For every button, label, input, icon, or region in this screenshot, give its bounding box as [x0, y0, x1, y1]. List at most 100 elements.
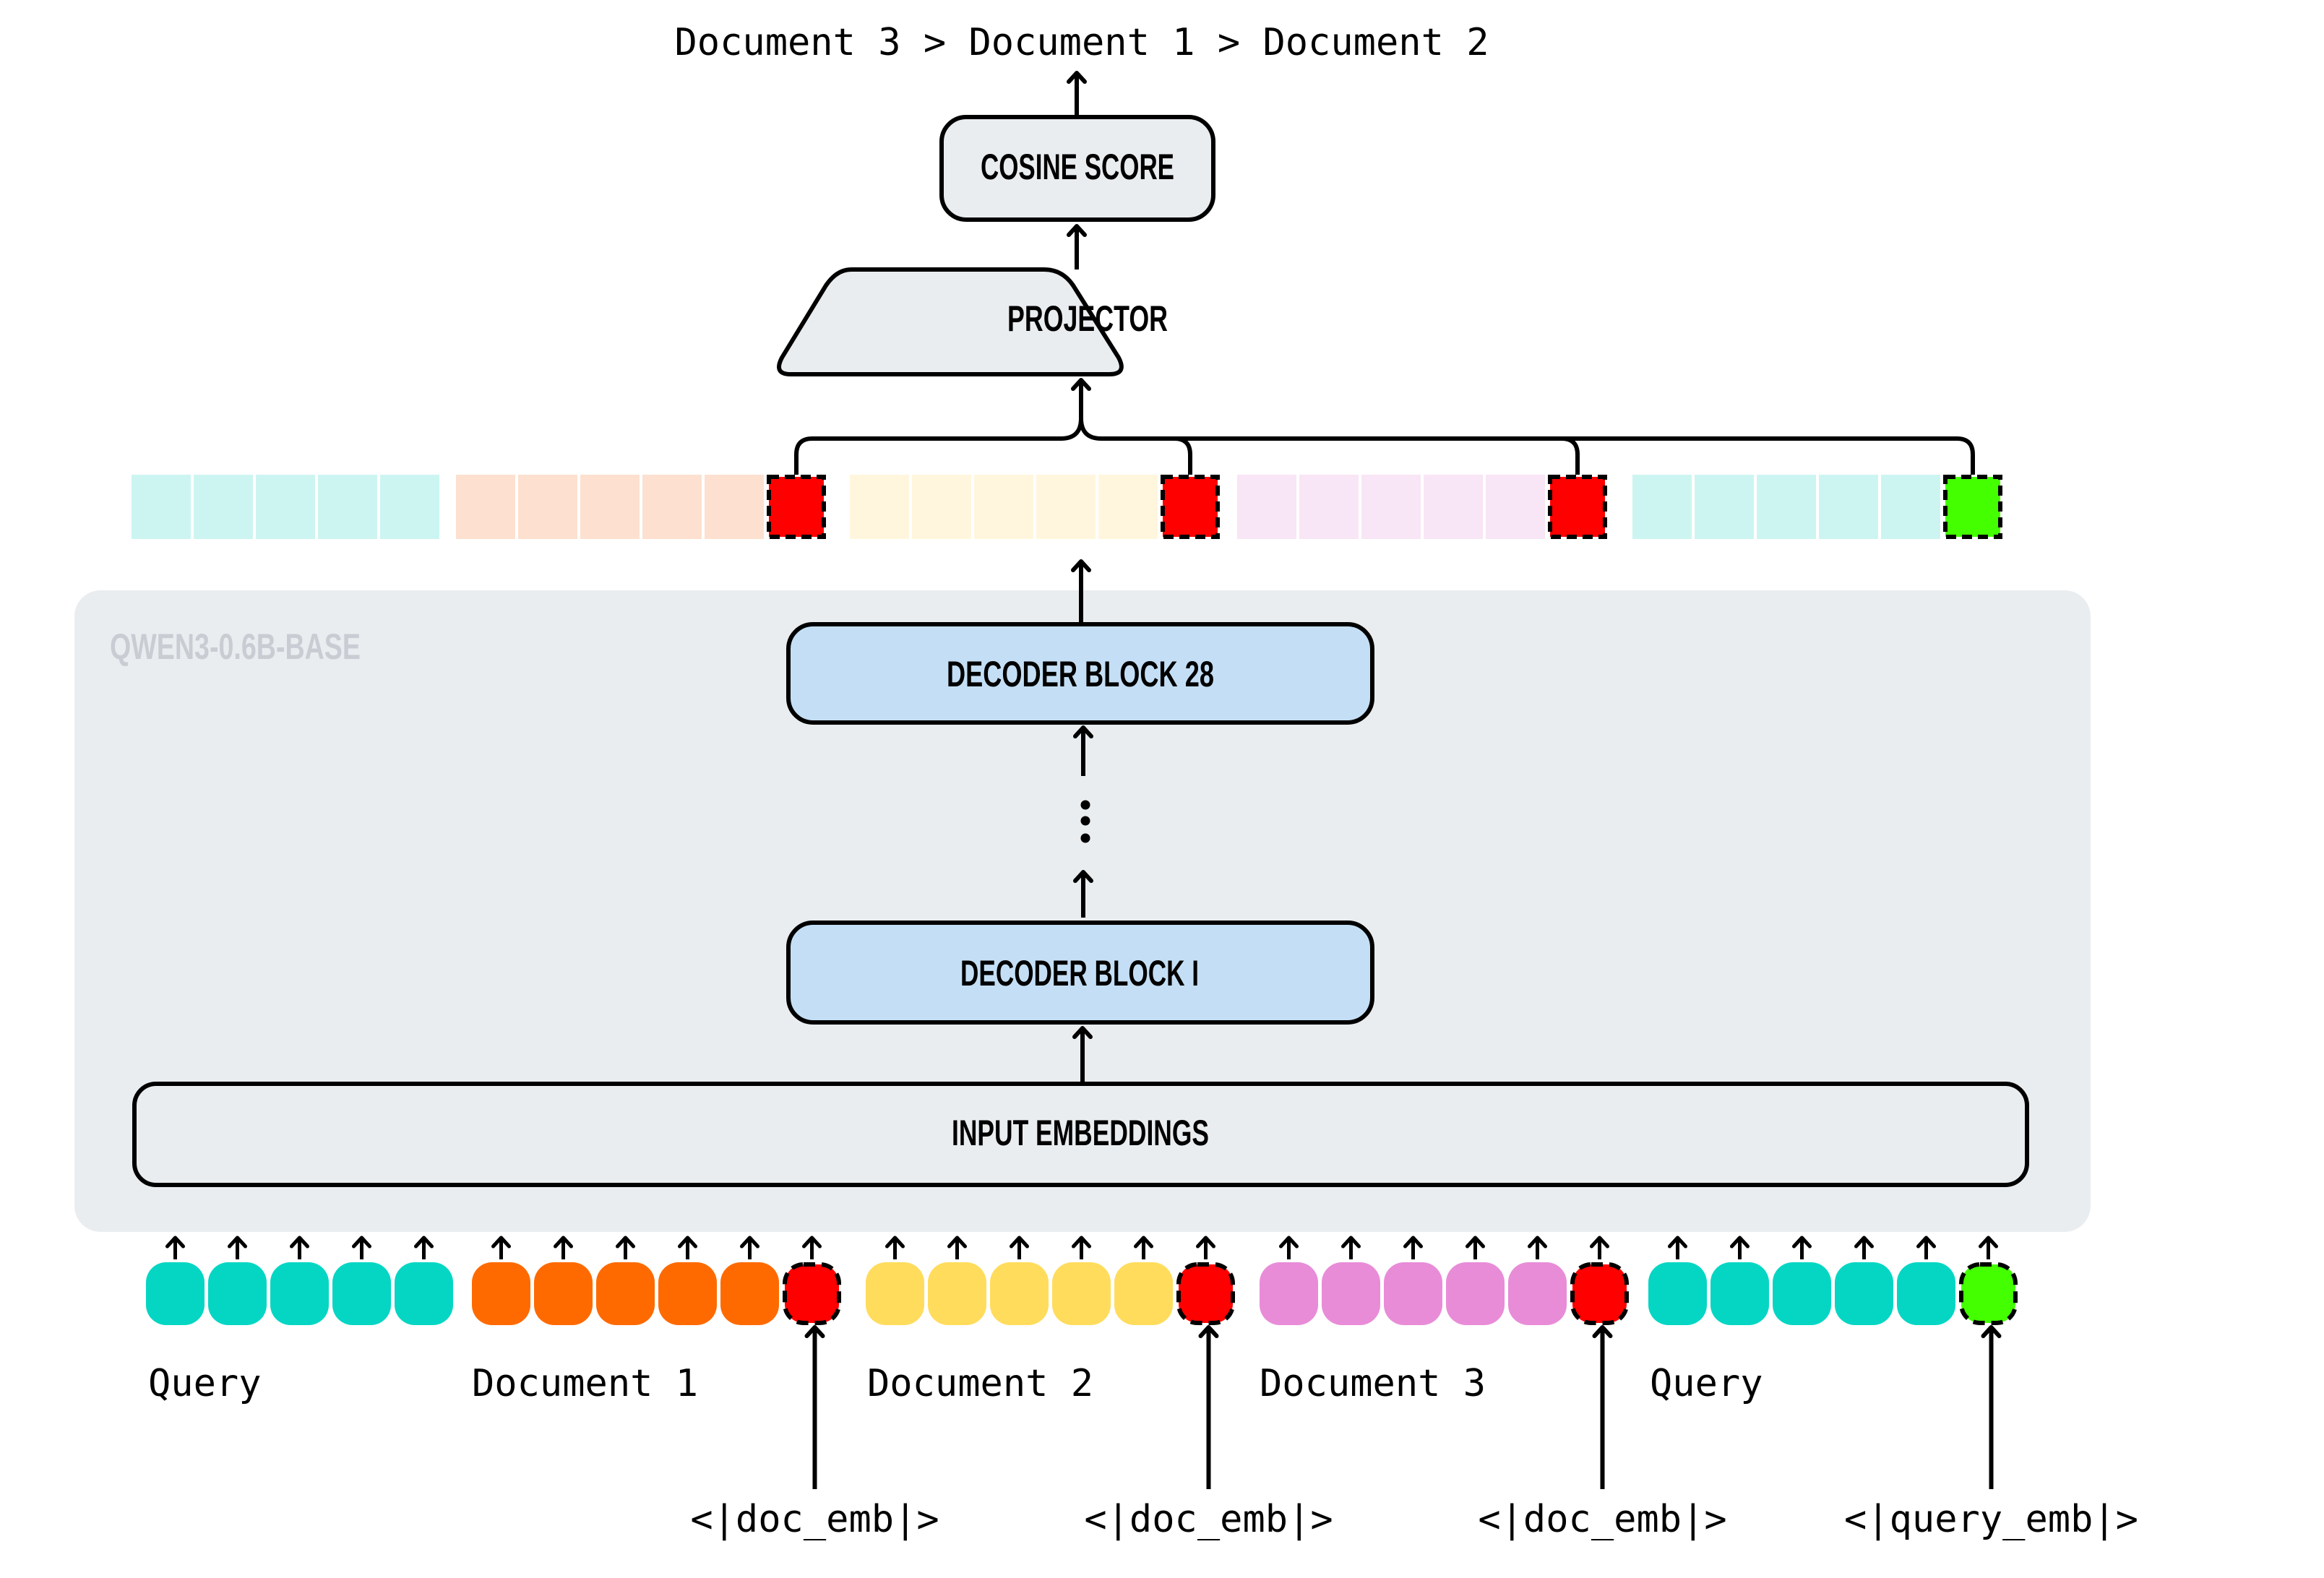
embedding-cell — [1757, 475, 1816, 539]
embedding-cell — [1424, 475, 1483, 539]
arrow-token-to-embeddings — [1854, 1236, 1874, 1259]
arrow-token-to-embeddings — [1590, 1236, 1609, 1259]
token — [1835, 1262, 1893, 1325]
arrow-head — [1979, 1236, 1998, 1249]
ranking-output: Document 3 > Document 1 > Document 2 — [674, 21, 1489, 64]
embedding-cell — [912, 475, 971, 539]
ellipsis-dot — [1080, 833, 1090, 843]
segment-label-document-3: Document 3 — [1260, 1362, 1486, 1405]
special-token — [1570, 1262, 1629, 1325]
embedding-cell — [1695, 475, 1754, 539]
arrow-token-to-embeddings — [1730, 1236, 1750, 1259]
special-embedding-cell — [1548, 475, 1607, 539]
arrow-embeddings-to-decoder1 — [1072, 1026, 1093, 1082]
token — [1322, 1262, 1380, 1325]
arrow-special-label-to-token — [1198, 1325, 1219, 1489]
embedding-group-document-1 — [456, 475, 826, 539]
arrow-head — [1071, 378, 1091, 391]
arrow-token-to-embeddings — [802, 1236, 822, 1259]
token — [270, 1262, 329, 1325]
arrow-head — [352, 1236, 371, 1249]
arrow-head — [1134, 1236, 1153, 1249]
arrow-token-to-embeddings — [885, 1236, 905, 1259]
arrow-head — [554, 1236, 573, 1249]
arrow-token-to-embeddings — [554, 1236, 573, 1259]
projector-label: PROJECTOR — [1007, 298, 1168, 339]
embedding-group-query-2 — [1632, 475, 2002, 539]
arrow-token-to-embeddings — [1528, 1236, 1547, 1259]
arrow-head — [1198, 1325, 1219, 1338]
token — [1052, 1262, 1111, 1325]
arrow-head — [804, 1325, 825, 1338]
arrow-head — [1071, 559, 1091, 572]
projector-shape — [777, 267, 1124, 376]
input-embeddings-block: INPUT EMBEDDINGS — [132, 1082, 2029, 1187]
arrow-token-to-embeddings — [165, 1236, 185, 1259]
decoder-block-28-box — [786, 622, 1374, 725]
arrow-head — [1528, 1236, 1547, 1249]
arrow-head — [947, 1236, 967, 1249]
special-token — [1176, 1262, 1235, 1325]
segment-label-query-2: Query — [1650, 1362, 1763, 1405]
arrow-token-to-embeddings — [290, 1236, 309, 1259]
decoder-block-28-label: DECODER BLOCK 28 — [947, 654, 1214, 694]
arrow-head — [885, 1236, 905, 1249]
arrow-token-to-embeddings — [616, 1236, 635, 1259]
arrow-token-to-embeddings — [491, 1236, 511, 1259]
embedding-group-document-3 — [1237, 475, 1607, 539]
embedding-cell — [1237, 475, 1296, 539]
embedding-cell — [518, 475, 577, 539]
arrow-dots-to-decoder28 — [1073, 725, 1093, 776]
arrow-head — [414, 1236, 434, 1249]
decoder-block-1: DECODER BLOCK I — [786, 920, 1374, 1025]
token-group-document-2 — [866, 1236, 1235, 1489]
token — [990, 1262, 1049, 1325]
token-group-query-2 — [1648, 1236, 2018, 1489]
token-group-document-1 — [472, 1236, 841, 1489]
arrow-head — [1590, 1236, 1609, 1249]
special-token-label: <|doc_emb|> — [1478, 1498, 1726, 1541]
token — [866, 1262, 924, 1325]
model-name-label: QWEN3-0.6B-BASE — [110, 626, 361, 667]
arrow-head — [1067, 71, 1087, 84]
ellipsis-dots — [1080, 800, 1090, 843]
token-group-query — [146, 1236, 453, 1325]
special-embedding-cell — [1943, 475, 2002, 539]
token — [1260, 1262, 1318, 1325]
arrow-head — [1341, 1236, 1361, 1249]
arrow-head — [1403, 1236, 1423, 1249]
token — [1710, 1262, 1769, 1325]
token — [720, 1262, 779, 1325]
arrow-head — [1981, 1325, 2002, 1338]
embedding-cell — [1036, 475, 1096, 539]
embedding-cell — [132, 475, 191, 539]
embedding-bracket — [794, 378, 1975, 475]
arrow-cosine-to-ranking — [1067, 71, 1087, 116]
embedding-cell — [974, 475, 1033, 539]
arrow-token-to-embeddings — [1403, 1236, 1423, 1259]
arrow-head — [491, 1236, 511, 1249]
arrow-head — [1730, 1236, 1750, 1249]
decoder-block-28: DECODER BLOCK 28 — [786, 622, 1374, 725]
cosine-score-block: COSINE SCORE — [939, 115, 1215, 222]
special-token — [1959, 1262, 2018, 1325]
token — [395, 1262, 453, 1325]
arrow-head — [1668, 1236, 1687, 1249]
input-embeddings-label: INPUT EMBEDDINGS — [952, 1113, 1209, 1153]
arrow-head — [1072, 1026, 1093, 1039]
arrow-special-label-to-token — [804, 1325, 825, 1489]
ellipsis-dot — [1080, 800, 1090, 810]
token — [658, 1262, 717, 1325]
arrow-token-to-embeddings — [228, 1236, 247, 1259]
special-token-label: <|doc_emb|> — [1084, 1498, 1333, 1541]
special-token-label: <|doc_emb|> — [690, 1498, 939, 1541]
arrow-token-to-embeddings — [352, 1236, 371, 1259]
arrow-head — [165, 1236, 185, 1249]
arrow-head — [802, 1236, 822, 1249]
decoder-block-1-label: DECODER BLOCK I — [960, 953, 1199, 993]
arrow-token-to-embeddings — [1466, 1236, 1485, 1259]
token — [1897, 1262, 1955, 1325]
arrow-projector-to-cosine — [1067, 224, 1087, 270]
token — [208, 1262, 267, 1325]
arrow-token-to-embeddings — [740, 1236, 759, 1259]
